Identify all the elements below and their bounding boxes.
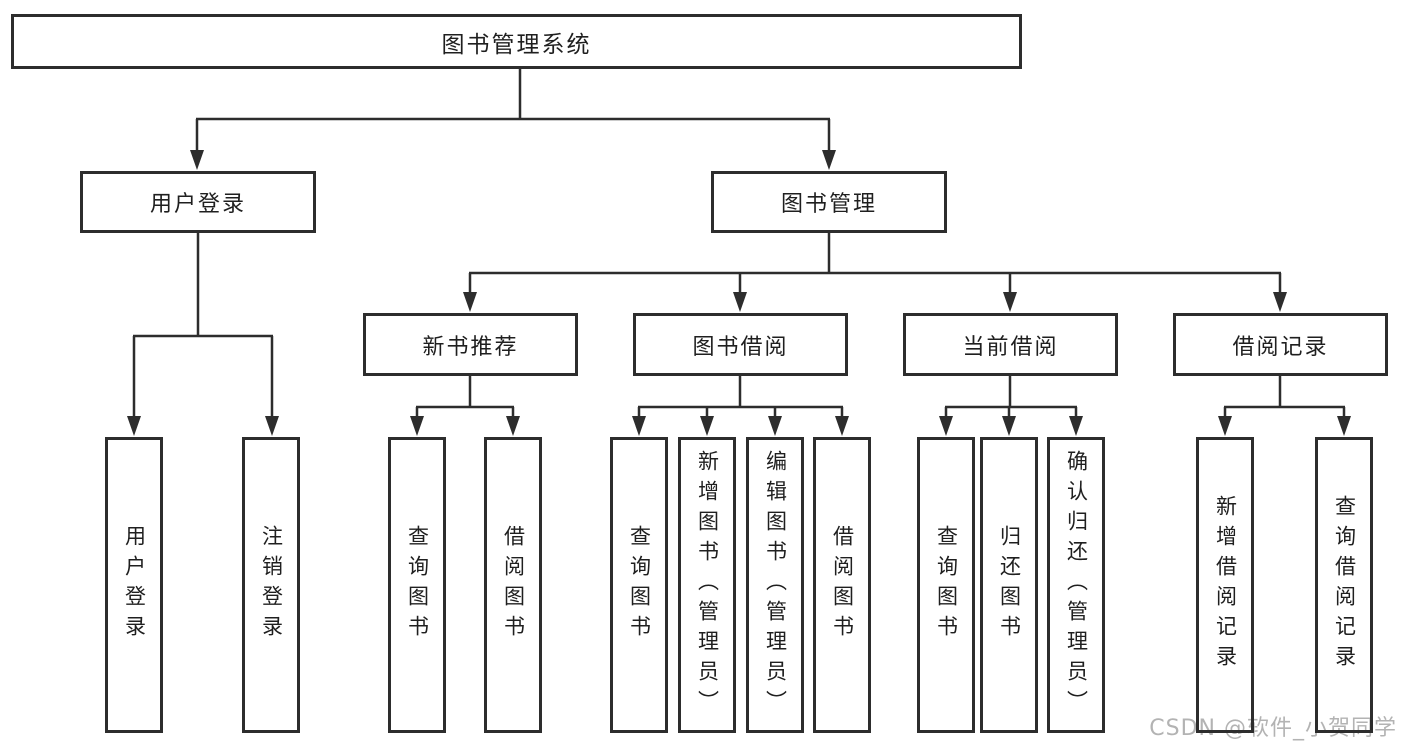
leaf-records-add-record: 新增借阅记录	[1196, 437, 1254, 733]
node-book-borrow: 图书借阅	[633, 313, 848, 376]
csdn-watermark: CSDN @软件_小贺同学	[1149, 716, 1397, 741]
node-book-management-branch: 图书管理	[711, 171, 947, 233]
node-library-management-system: 图书管理系统	[11, 14, 1022, 69]
node-current-borrow: 当前借阅	[903, 313, 1118, 376]
node-user-login-branch: 用户登录	[80, 171, 316, 233]
node-borrow-records: 借阅记录	[1173, 313, 1388, 376]
leaf-current-return-book: 归还图书	[980, 437, 1038, 733]
leaf-borrow-query-book: 查询图书	[610, 437, 668, 733]
node-new-book-recommend: 新书推荐	[363, 313, 578, 376]
leaf-borrow-borrow-book: 借阅图书	[813, 437, 871, 733]
leaf-borrow-add-book-admin: 新增图书（管理员）	[678, 437, 736, 733]
leaf-recommend-query-book: 查询图书	[388, 437, 446, 733]
leaf-records-query-record: 查询借阅记录	[1315, 437, 1373, 733]
leaf-current-confirm-return-admin: 确认归还（管理员）	[1047, 437, 1105, 733]
leaf-current-query-book: 查询图书	[917, 437, 975, 733]
leaf-user-login: 用户登录	[105, 437, 163, 733]
leaf-recommend-borrow-book: 借阅图书	[484, 437, 542, 733]
leaf-logout: 注销登录	[242, 437, 300, 733]
leaf-borrow-edit-book-admin: 编辑图书（管理员）	[746, 437, 804, 733]
